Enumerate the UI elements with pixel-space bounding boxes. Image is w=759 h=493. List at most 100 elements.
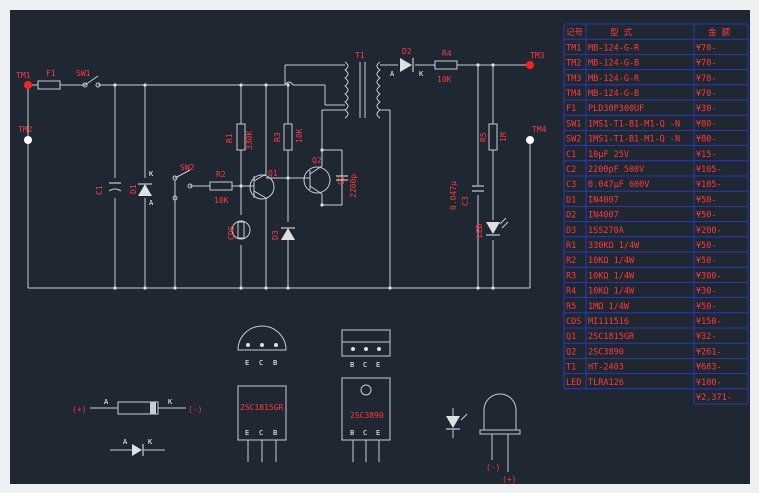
label-d1: D1 — [129, 184, 138, 194]
terminal-tm1[interactable] — [24, 81, 32, 89]
label-q1: Q1 — [268, 169, 278, 178]
bom-cell-price: ¥200- — [696, 226, 722, 236]
bom-cell-price: ¥50- — [696, 256, 716, 266]
bom-cell-model: 1MS1-T1-B1-M1-Q -N — [588, 119, 680, 129]
bom-cell-model: 10KΩ 1/4W — [588, 287, 635, 297]
bom-cell-mark: C3 — [566, 180, 576, 190]
bom-cell-mark: Q2 — [566, 347, 576, 357]
to220-pin-1: B — [350, 361, 354, 369]
bom-cell-model: IN4007 — [588, 211, 619, 221]
bom-cell-price: ¥70- — [696, 59, 716, 69]
bom-cell-price: ¥261- — [696, 347, 722, 357]
label-d2: D2 — [402, 47, 412, 56]
bom-cell-model: MI111516 — [588, 317, 629, 327]
svg-text:A: A — [390, 70, 395, 78]
diode-d2 — [400, 58, 414, 72]
bom-cell-model: MB-124-G-B — [588, 89, 639, 99]
led-symbol — [446, 408, 468, 438]
led-plus-label: (+) — [502, 475, 516, 484]
bom-cell-model: 1MΩ 1/4W — [588, 302, 630, 312]
diode-package — [90, 401, 186, 415]
value-r3: 10K — [295, 128, 304, 143]
bom-cell-mark: D2 — [566, 211, 576, 221]
diode-d1 — [138, 183, 152, 196]
label-q2: Q2 — [312, 156, 322, 165]
bom-cell-model: 10KΩ 1/4W — [588, 271, 635, 281]
bom-total: ¥2,371- — [696, 393, 732, 403]
capacitor-c2 — [336, 175, 348, 181]
diode-d3 — [281, 227, 295, 240]
bom-cell-price: ¥70- — [696, 43, 716, 53]
to92-pin-3: B — [273, 359, 277, 367]
bom-cell-mark: D1 — [566, 195, 576, 205]
label-f1: F1 — [46, 69, 56, 78]
bom-cell-price: ¥300- — [696, 271, 722, 281]
to92-part-name: 2SC1815GR — [240, 403, 284, 412]
bom-cell-price: ¥50- — [696, 211, 716, 221]
resistor-r2 — [209, 181, 233, 191]
led-minus-label: (-) — [486, 463, 500, 472]
value-c2: 2200p — [349, 174, 358, 198]
switch-sw1 — [82, 75, 101, 88]
bom-cell-mark: T1 — [566, 363, 576, 373]
label-cds: CDS — [227, 225, 236, 240]
bom-cell-price: ¥150- — [696, 317, 722, 327]
switch-sw2 — [172, 169, 193, 201]
bom-cell-price: ¥683- — [696, 363, 722, 373]
bom-cell-model: 330KΩ 1/4W — [588, 241, 640, 251]
bom-cell-price: ¥70- — [696, 74, 716, 84]
terminal-tm4[interactable] — [526, 136, 534, 144]
bom-cell-mark: R1 — [566, 241, 576, 251]
bom-cell-model: IN4007 — [588, 195, 619, 205]
bom-cell-mark: CDS — [566, 317, 581, 327]
label-tm2: TM2 — [18, 125, 33, 134]
to92-front-pin-2: C — [259, 429, 263, 437]
bom-cell-price: ¥50- — [696, 241, 716, 251]
fuse-f1 — [37, 80, 61, 90]
resistor-r3 — [283, 123, 293, 151]
to220-part-name: 2SC3890 — [350, 411, 384, 420]
bom-cell-mark: TM1 — [566, 43, 581, 53]
value-r2: 10K — [214, 196, 229, 205]
bom-cell-price: ¥80- — [696, 119, 716, 129]
label-t1: T1 — [355, 51, 365, 60]
to220-pin-3: E — [376, 361, 380, 369]
bom-header-mark: 记号 — [566, 28, 583, 38]
label-sw1: SW1 — [76, 69, 91, 78]
resistor-r5 — [488, 123, 498, 151]
bom-cell-mark: SW1 — [566, 119, 581, 129]
label-sw2: SW2 — [180, 163, 195, 172]
to220-pin-2: C — [363, 361, 367, 369]
to92-front-pin-3: B — [273, 429, 277, 437]
terminal-tm3[interactable] — [526, 61, 534, 69]
bom-header-model: 型 式 — [610, 27, 633, 38]
bom-cell-model: 1SS270A — [588, 226, 624, 236]
value-r4: 10K — [437, 75, 452, 84]
to220-top-view — [341, 329, 391, 357]
label-tm3: TM3 — [530, 51, 545, 60]
label-c1: C1 — [95, 185, 104, 195]
to92-pin-1: E — [245, 359, 249, 367]
value-r1: 330K — [245, 131, 254, 150]
transistor-q2 — [303, 166, 331, 194]
bom-cell-price: ¥50- — [696, 195, 716, 205]
to92-front-pin-1: E — [245, 429, 249, 437]
bom-cell-price: ¥30- — [696, 287, 716, 297]
symbol-cathode-label: K — [148, 438, 153, 446]
schematic-svg: TM1 TM2 TM3 TM4 F1 SW1 C1 D1 KA SW2 R2 1… — [16, 23, 749, 484]
photoresistor-cds — [231, 220, 251, 240]
bom-cell-model: 2SC1815GR — [588, 332, 635, 342]
label-c3: C3 — [461, 196, 470, 206]
bom-cell-mark: SW2 — [566, 135, 581, 145]
led-indicator — [486, 217, 509, 236]
value-c3: 0.047μ — [449, 181, 458, 210]
diode-minus-label: (-) — [188, 405, 202, 414]
to92-pin-2: C — [259, 359, 263, 367]
symbol-anode-label: A — [123, 438, 128, 446]
bom-cell-model: 10μF 25V — [588, 150, 629, 160]
bom-cell-price: ¥15- — [696, 150, 716, 160]
terminal-tm2[interactable] — [24, 136, 32, 144]
